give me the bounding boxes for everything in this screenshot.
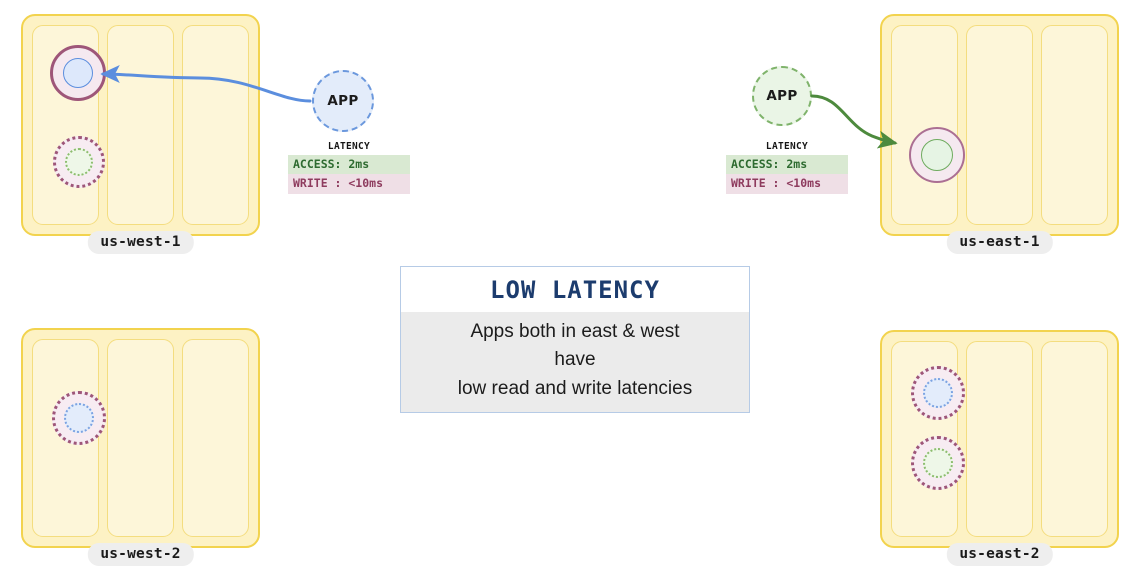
availability-zone-west2-b[interactable] (107, 339, 174, 537)
app-node-west[interactable]: APP (312, 70, 374, 132)
availability-zone-east1-b[interactable] (966, 25, 1033, 225)
latency-write-west: WRITE : <10ms (288, 174, 410, 194)
replica-inner-blue-icon (923, 378, 953, 408)
region-label-us-west-2: us-west-2 (87, 543, 194, 566)
latency-title-west: LATENCY (327, 141, 371, 152)
availability-zone-west2-a[interactable] (32, 339, 106, 537)
low-latency-callout: LOW LATENCY Apps both in east & west hav… (400, 266, 750, 413)
replica-inner-green-icon (923, 448, 953, 478)
callout-line-3: low read and write latencies (457, 377, 693, 399)
region-us-west-1[interactable]: us-west-1 (21, 14, 260, 254)
latency-access-east: ACCESS: 2ms (726, 155, 848, 175)
latency-access-west: ACCESS: 2ms (288, 155, 410, 175)
replica-inner-blue-icon (64, 403, 94, 433)
availability-zone-west2-c[interactable] (182, 339, 249, 537)
callout-title: LOW LATENCY (401, 267, 749, 312)
primary-replica-token-east1[interactable] (909, 127, 965, 183)
latency-write-east: WRITE : <10ms (726, 174, 848, 194)
replica-inner-green-icon (921, 139, 953, 171)
latency-panel-west: LATENCY ACCESS: 2ms WRITE : <10ms (288, 141, 410, 194)
region-us-east-2[interactable]: us-east-2 (880, 330, 1119, 566)
availability-zone-west1-c[interactable] (182, 25, 249, 225)
region-us-east-1[interactable]: us-east-1 (880, 14, 1119, 254)
latency-title-east: LATENCY (765, 141, 809, 152)
availability-zone-east1-a[interactable] (891, 25, 965, 225)
availability-zone-west1-a[interactable] (32, 25, 106, 225)
region-us-west-2[interactable]: us-west-2 (21, 328, 260, 566)
replica-token-east2-blue[interactable] (911, 366, 965, 420)
app-node-east-label: APP (766, 88, 798, 104)
availability-zone-east2-b[interactable] (966, 341, 1033, 537)
region-label-us-east-2: us-east-2 (946, 543, 1053, 566)
latency-panel-east: LATENCY ACCESS: 2ms WRITE : <10ms (726, 141, 848, 194)
callout-body: Apps both in east & west have low read a… (401, 312, 749, 412)
region-label-us-west-1: us-west-1 (87, 231, 194, 254)
secondary-replica-token-west1[interactable] (53, 136, 105, 188)
replica-inner-green-icon (65, 148, 93, 176)
callout-line-1: Apps both in east & west (470, 320, 680, 342)
region-label-us-east-1: us-east-1 (946, 231, 1053, 254)
callout-line-2: have (554, 349, 596, 371)
app-node-west-label: APP (327, 93, 359, 109)
availability-zone-west1-b[interactable] (107, 25, 174, 225)
replica-token-west2[interactable] (52, 391, 106, 445)
app-node-east[interactable]: APP (752, 66, 812, 126)
primary-replica-token-west1[interactable] (50, 45, 106, 101)
availability-zone-east2-c[interactable] (1041, 341, 1108, 537)
availability-zone-east2-a[interactable] (891, 341, 965, 537)
replica-inner-blue-icon (63, 58, 93, 88)
availability-zone-east1-c[interactable] (1041, 25, 1108, 225)
replica-token-east2-green[interactable] (911, 436, 965, 490)
